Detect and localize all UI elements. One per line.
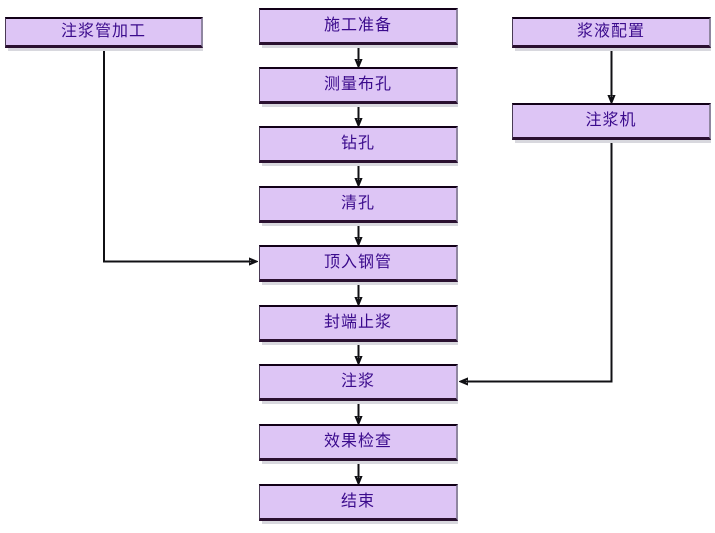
node-pipe-fabrication[interactable]: 注浆管加工 [5, 17, 203, 51]
node-construction-prep[interactable]: 施工准备 [259, 8, 458, 48]
node-label: 浆液配置 [576, 23, 645, 40]
node-label: 注浆管加工 [60, 23, 146, 40]
node-grouting[interactable]: 注浆 [259, 364, 458, 404]
node-label: 注浆 [340, 373, 375, 390]
node-push-steel-pipe[interactable]: 顶入钢管 [259, 245, 458, 285]
node-grouting-pump[interactable]: 注浆机 [512, 103, 711, 143]
node-effect-inspection[interactable]: 效果检查 [259, 424, 458, 464]
node-survey-layout-holes[interactable]: 测量布孔 [259, 67, 458, 107]
node-grout-mixing[interactable]: 浆液配置 [512, 17, 711, 51]
node-label: 清孔 [340, 195, 375, 212]
node-label: 钻孔 [340, 135, 375, 152]
node-seal-end-stop-grout[interactable]: 封端止浆 [259, 305, 458, 345]
node-label: 封端止浆 [323, 314, 392, 331]
node-label: 结束 [340, 493, 375, 510]
node-label: 施工准备 [323, 17, 392, 34]
node-hole-cleaning[interactable]: 清孔 [259, 186, 458, 226]
node-label: 效果检查 [323, 433, 392, 450]
node-finish[interactable]: 结束 [259, 484, 458, 524]
connector-pump-to-grouting [461, 140, 613, 382]
node-label: 注浆机 [585, 112, 637, 129]
node-drilling[interactable]: 钻孔 [259, 126, 458, 166]
node-label: 测量布孔 [323, 76, 392, 93]
connector-fabrication-to-pipe [103, 48, 256, 262]
node-label: 顶入钢管 [323, 254, 392, 271]
